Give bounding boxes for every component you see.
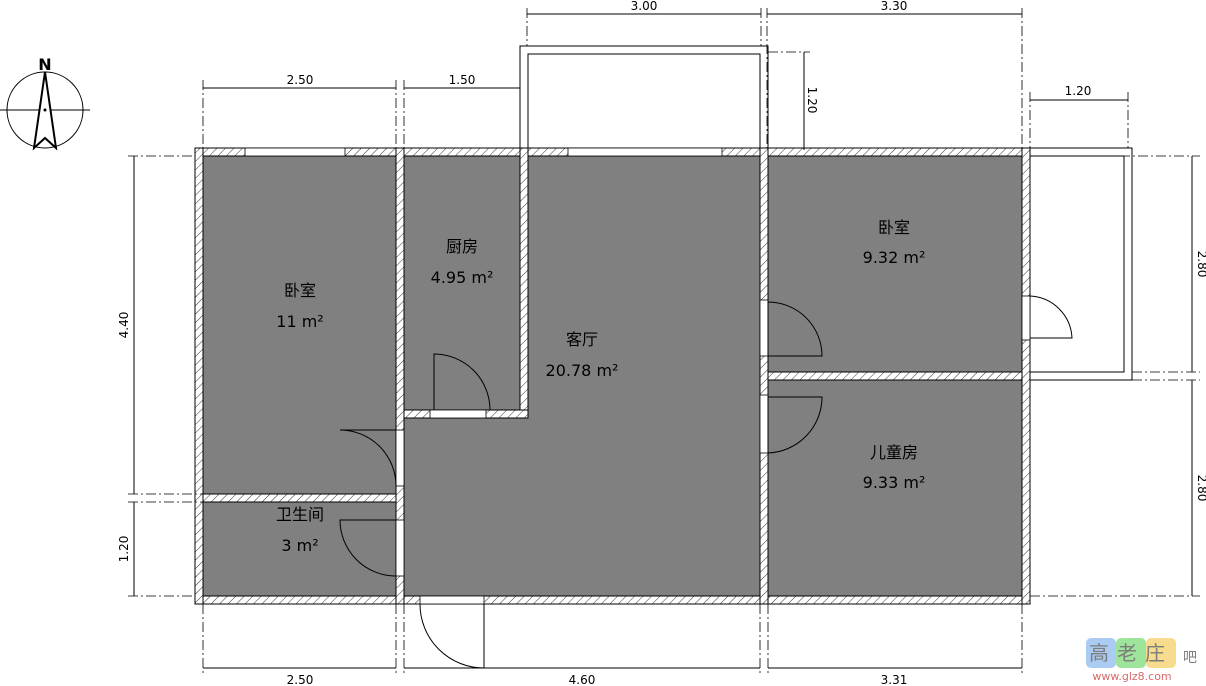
dim-top: 2.50 [287,73,314,87]
room-name: 儿童房 [870,443,918,462]
walls [194,147,1031,605]
doors [339,295,1073,669]
svg-text:吧: 吧 [1183,650,1197,666]
kids-room-door[interactable] [767,396,823,454]
dim-top: 1.50 [449,73,476,87]
room-name: 厨房 [446,237,478,256]
room-area: 9.32 m² [863,248,926,267]
dim-bottom: 4.60 [569,673,596,686]
dim-left: 1.20 [117,536,131,563]
dim-bottom: 3.31 [881,673,908,686]
dim-left: 4.40 [117,312,131,339]
dimension-labels: 2.50 1.50 3.00 3.30 1.20 1.20 4.40 1.20 … [117,0,1206,686]
dim-right: 2.80 [1195,251,1206,278]
entrance-door[interactable] [419,603,485,669]
compass-label: N [38,55,51,74]
room-name: 卫生间 [276,505,324,524]
dim-bottom: 2.50 [287,673,314,686]
north-compass-icon: N [0,55,90,151]
balcony-door[interactable] [1029,295,1073,339]
bedroom-2 [768,156,1022,372]
room-labels: 卧室 11 m² 厨房 4.95 m² 客厅 20.78 m² 卧室 9.32 … [276,218,925,555]
kids-room [768,380,1022,596]
room-area: 20.78 m² [546,361,619,380]
balconies [519,45,1133,381]
bathroom [203,502,396,596]
bedroom2-door[interactable] [767,300,823,357]
room-area: 3 m² [281,536,318,555]
watermark-logo: 高老庄 吧 www.glz8.com [1086,638,1197,683]
dim-balcony: 1.20 [805,87,819,114]
room-area: 11 m² [276,312,323,331]
room-name: 卧室 [878,218,910,237]
room-name: 客厅 [566,330,598,349]
svg-text:www.glz8.com: www.glz8.com [1092,670,1171,683]
dim-top: 1.20 [1065,84,1092,98]
kitchen [404,156,520,410]
room-fills [203,156,1022,596]
dim-top: 3.00 [631,0,658,13]
dim-top: 3.30 [881,0,908,13]
room-name: 卧室 [284,281,316,300]
dimension-lines [128,8,1200,676]
room-area: 4.95 m² [431,268,494,287]
dim-right: 2.80 [1195,475,1206,502]
bedroom-1 [203,156,396,494]
kitchen-door[interactable] [433,353,491,411]
svg-text:高老庄: 高老庄 [1089,641,1173,665]
bathroom-door[interactable] [339,519,397,577]
living-room [404,156,760,596]
room-area: 9.33 m² [863,473,926,492]
bedroom-door[interactable] [339,429,397,487]
